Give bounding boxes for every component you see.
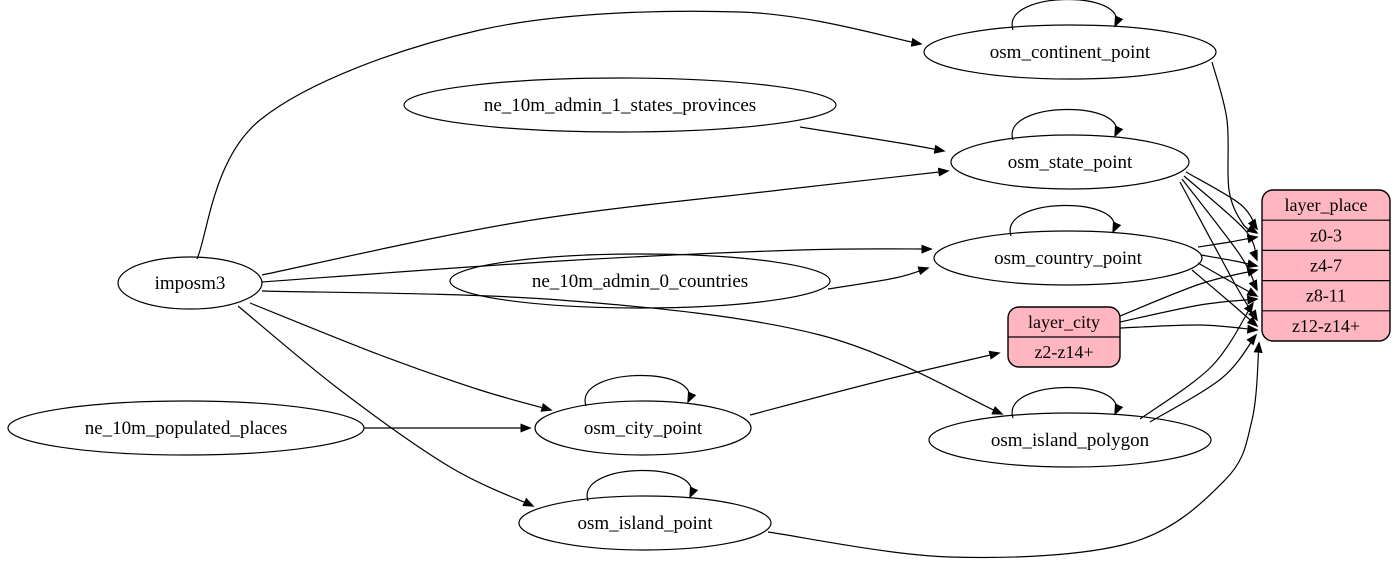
self-loop-osm_city_point	[584, 374, 697, 407]
node-ne_10m_populated_places: ne_10m_populated_places	[7, 400, 365, 456]
record-title-layer_city: layer_city	[1028, 312, 1100, 332]
node-ne_10m_admin_0_countries: ne_10m_admin_0_countries	[449, 253, 831, 309]
record-row-layer_place-z4-7: z4-7	[1310, 256, 1342, 276]
node-osm_city_point: osm_city_point	[534, 400, 752, 456]
node-shape-ne_10m_admin_0_countries	[449, 253, 831, 309]
record-row-layer_place-z0-3: z0-3	[1310, 225, 1342, 245]
edge-layer_city-to-layer_place-z4-7	[1119, 267, 1259, 317]
edge-imposm3-to-osm_island_point	[237, 305, 535, 507]
edge-ne_10m_admin_1_states_provinces-to-osm_state_point	[799, 126, 946, 154]
self-loop-osm_island_point	[586, 469, 699, 502]
edge-layer_city-to-layer_place-z8-11	[1119, 295, 1259, 323]
node-osm_island_polygon: osm_island_polygon	[928, 412, 1212, 468]
edge-osm_island_point-to-layer_place-z12-z14+	[767, 341, 1263, 559]
node-label-ne_10m_admin_0_countries: ne_10m_admin_0_countries	[532, 271, 748, 292]
node-label-osm_island_polygon: osm_island_polygon	[991, 430, 1150, 451]
self-loop-osm_island_polygon	[1011, 386, 1124, 419]
node-label-ne_10m_populated_places: ne_10m_populated_places	[85, 418, 288, 439]
record-shape-layer_place	[1261, 189, 1391, 342]
node-label-osm_island_point: osm_island_point	[577, 513, 713, 534]
record-layer_city: layer_city z2-z14+	[1007, 306, 1121, 368]
edge-osm_state_point-to-layer_place-z8-11	[1181, 178, 1258, 292]
node-osm_state_point: osm_state_point	[950, 134, 1190, 190]
node-shape-osm_continent_point	[923, 24, 1217, 80]
node-label-ne_10m_admin_1_states_provinces: ne_10m_admin_1_states_provinces	[484, 95, 756, 116]
self-loop-osm_state_point	[1011, 108, 1124, 141]
node-shape-ne_10m_admin_1_states_provinces	[403, 77, 837, 133]
node-osm_country_point: osm_country_point	[933, 230, 1203, 286]
self-loop-osm_continent_point	[1011, 0, 1124, 31]
edge-imposm3-to-osm_continent_point	[196, 10, 923, 260]
edge-osm_city_point-to-layer_city-z2-z14+	[749, 350, 1001, 416]
edge-osm_continent_point-to-layer_place-z0-3	[1211, 61, 1259, 234]
node-shape-osm_state_point	[950, 134, 1190, 190]
edge-imposm3-to-osm_country_point	[261, 244, 933, 283]
edge-imposm3-to-osm_state_point	[261, 167, 950, 276]
edge-osm_island_polygon-to-layer_place-z12-z14+	[1149, 333, 1258, 423]
node-label-osm_city_point: osm_city_point	[584, 418, 703, 439]
edge-osm_country_point-to-layer_place-z8-11	[1197, 262, 1259, 297]
edge-osm_country_point-to-layer_place-z0-3	[1197, 234, 1259, 248]
edge-osm_country_point-to-layer_place-z4-7	[1200, 254, 1259, 269]
record-layer_place: layer_place z0-3 z4-7 z8-11 z12-z14+	[1261, 189, 1391, 342]
self-loop-osm_country_point	[1009, 204, 1122, 237]
node-osm_continent_point: osm_continent_point	[923, 24, 1217, 80]
node-label-osm_continent_point: osm_continent_point	[990, 42, 1151, 63]
edge-imposm3-to-osm_city_point	[249, 302, 553, 412]
edge-osm_state_point-to-layer_place-z4-7	[1183, 175, 1258, 262]
edge-osm_country_point-to-layer_place-z12-z14+	[1191, 269, 1259, 328]
node-label-osm_state_point: osm_state_point	[1008, 152, 1133, 173]
edge-osm_state_point-to-layer_place-z0-3	[1185, 171, 1258, 231]
edge-ne_10m_admin_0_countries-to-osm_country_point	[827, 266, 930, 290]
record-row-layer_city-z2-z14+: z2-z14+	[1034, 342, 1093, 362]
node-imposm3: imposm3	[117, 256, 263, 310]
node-shape-osm_island_polygon	[928, 412, 1212, 468]
edge-imposm3-to-osm_island_polygon	[261, 290, 1004, 415]
edge-osm_island_polygon-to-layer_place-z8-11	[1139, 301, 1254, 420]
node-shape-osm_country_point	[933, 230, 1203, 286]
node-shape-osm_island_point	[518, 495, 772, 551]
node-label-imposm3: imposm3	[155, 273, 226, 294]
node-osm_island_point: osm_island_point	[518, 495, 772, 551]
node-label-osm_country_point: osm_country_point	[994, 248, 1142, 269]
record-row-layer_place-z8-11: z8-11	[1306, 286, 1346, 306]
record-title-layer_place: layer_place	[1285, 195, 1368, 215]
edge-layer_city-to-layer_place-z12-z14+	[1119, 324, 1259, 334]
node-shape-osm_city_point	[534, 400, 752, 456]
node-ne_10m_admin_1_states_provinces: ne_10m_admin_1_states_provinces	[403, 77, 837, 133]
node-shape-imposm3	[117, 256, 263, 310]
record-row-layer_place-z12-z14+: z12-z14+	[1292, 316, 1360, 336]
